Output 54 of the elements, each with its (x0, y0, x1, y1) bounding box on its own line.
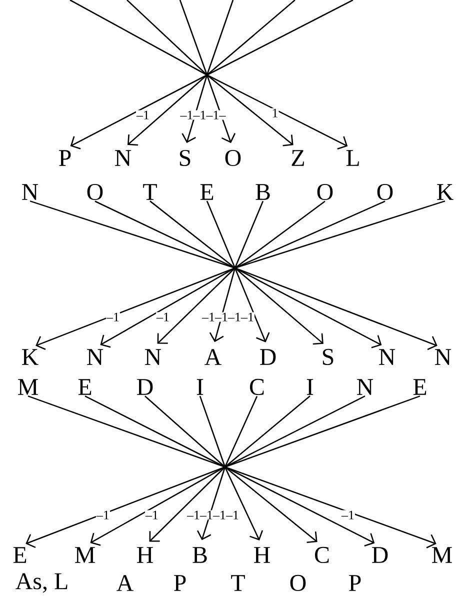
letter: O (87, 184, 103, 200)
letter: N (435, 349, 452, 365)
letter: T (143, 184, 157, 200)
number-label: –1 (96, 510, 110, 520)
letter: M (75, 547, 95, 563)
number-label: –1–1–1–1 (202, 312, 254, 322)
letter: D (260, 349, 276, 365)
letter: N (145, 349, 162, 365)
number-label: –1 (145, 510, 159, 520)
letter: S (322, 348, 334, 366)
letter-label: As, L (16, 573, 68, 593)
letter: N (22, 184, 38, 200)
letter: D (137, 379, 153, 395)
letter: K (437, 184, 454, 200)
number-label: –1–1–1–1 (186, 510, 240, 520)
letter: C (250, 378, 264, 396)
number-label: –1 (156, 312, 170, 322)
letter: Z (292, 150, 304, 166)
letter: N (379, 349, 396, 365)
letter: N (87, 349, 104, 365)
letter: P (59, 150, 71, 166)
letter: K (22, 349, 38, 365)
letter: H (254, 547, 270, 563)
letter: M (18, 379, 38, 395)
letter: C (314, 546, 329, 564)
letter: E (13, 547, 26, 563)
letter: B (192, 547, 207, 563)
number-label: –1–1–1– (180, 110, 226, 120)
letter: O (377, 184, 393, 200)
letter: E (413, 379, 426, 395)
letter: N (115, 150, 132, 166)
letter: N (357, 379, 374, 395)
letter: S (180, 150, 190, 166)
letter: H (137, 547, 153, 563)
letter: E (200, 184, 214, 200)
letter: B (256, 184, 270, 200)
letter: D (372, 547, 388, 563)
letter: L (346, 150, 359, 166)
letter: O (317, 184, 333, 200)
letter: A (204, 349, 222, 365)
letter-label: T (231, 575, 245, 591)
letter: O (225, 150, 241, 166)
letter: M (432, 547, 452, 563)
letter: I (306, 379, 314, 395)
letter-label: P (174, 575, 186, 591)
letter-label: P (349, 575, 361, 591)
number-label: –1 (341, 510, 355, 520)
letter-label: A (116, 575, 134, 591)
letter-label: O (290, 574, 306, 592)
number-label: –1 (136, 110, 150, 120)
letter: E (78, 379, 92, 395)
letter: I (196, 379, 204, 395)
number-label: –1 (106, 312, 120, 322)
number-label: 1 (271, 108, 279, 118)
